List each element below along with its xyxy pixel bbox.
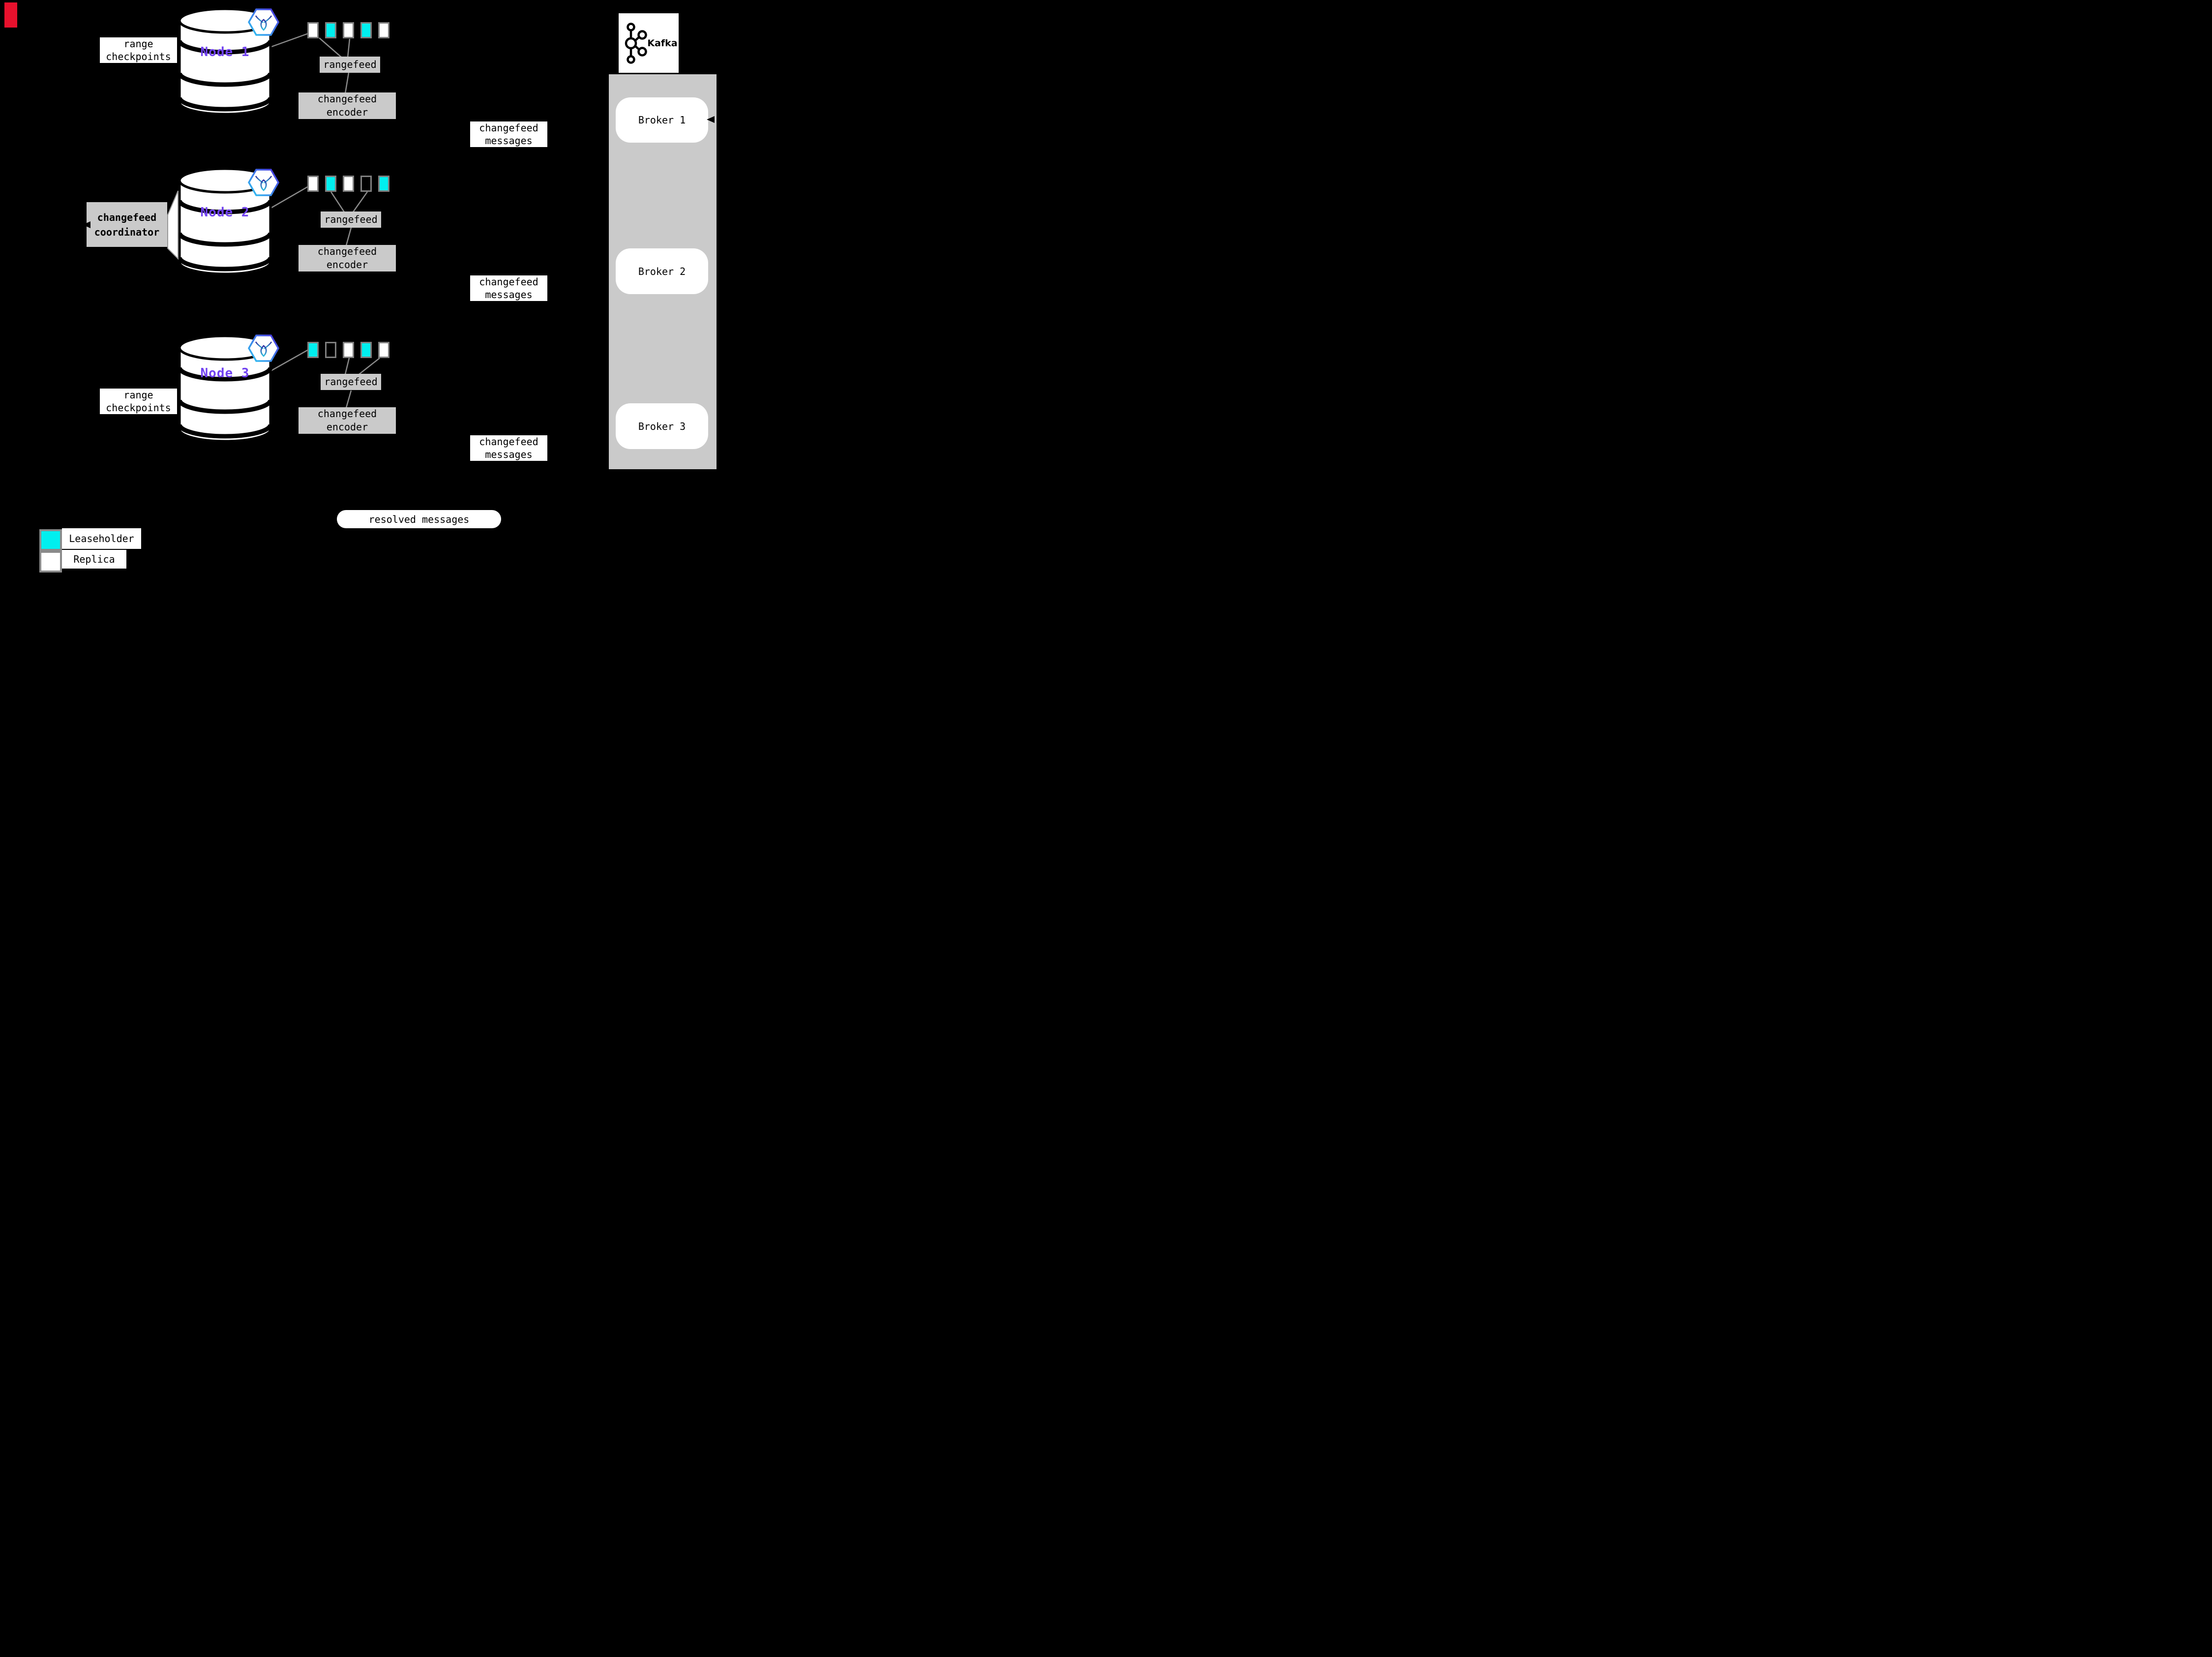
range-checkpoints-label: range checkpoints: [100, 389, 177, 414]
legend-replica-label: Replica: [62, 550, 126, 569]
kafka-logo-icon: [625, 22, 648, 64]
range-square-empty: [325, 342, 336, 358]
changefeed-encoder-box: changefeed encoder: [299, 245, 396, 271]
legend-leaseholder-label: Leaseholder: [62, 528, 141, 549]
range-square-replica: [307, 176, 319, 192]
cockroachdb-badge-icon: [247, 8, 280, 36]
changefeed-messages-label: changefeed messages: [470, 435, 547, 461]
kafka-logo-card: Kafka: [619, 13, 679, 73]
broker-card: Broker 1: [616, 97, 708, 143]
range-square-leaseholder: [378, 176, 389, 192]
range-square-leaseholder: [307, 342, 319, 358]
node-1-range-squares: [307, 22, 389, 38]
kafka-brand-label: Kafka: [647, 37, 678, 49]
changefeed-coordinator-box: changefeed coordinator: [87, 202, 167, 247]
node-2-label: Node 2: [200, 205, 250, 220]
rangefeed-box: rangefeed: [321, 374, 381, 390]
node-3-cylinder: [177, 334, 273, 443]
range-square-leaseholder: [325, 22, 336, 38]
changefeed-messages-label: changefeed messages: [470, 121, 547, 147]
range-checkpoints-label: range checkpoints: [100, 37, 177, 63]
node-2-cylinder: [177, 167, 273, 275]
node-3-range-squares: [307, 342, 389, 358]
resolved-messages-pill: resolved messages: [337, 510, 501, 528]
range-square-leaseholder: [360, 342, 372, 358]
arrowhead-left-icon: [707, 116, 715, 123]
arrowhead-left-icon: [83, 221, 90, 228]
range-square-replica: [378, 342, 389, 358]
cockroachdb-badge-icon: [247, 169, 280, 196]
red-marker: [4, 2, 17, 28]
range-square-replica: [343, 342, 354, 358]
rangefeed-box: rangefeed: [320, 57, 380, 73]
diagram-canvas: { "colors": { "background": "#000000", "…: [0, 0, 771, 577]
legend-leaseholder-swatch: [39, 529, 62, 551]
rangefeed-box: rangefeed: [321, 211, 381, 228]
changefeed-messages-label: changefeed messages: [470, 275, 547, 301]
range-square-empty: [360, 176, 372, 192]
changefeed-encoder-box: changefeed encoder: [299, 92, 396, 119]
legend-replica-swatch: [39, 551, 62, 572]
broker-card: Broker 2: [616, 248, 708, 294]
range-square-replica: [343, 22, 354, 38]
range-square-replica: [343, 176, 354, 192]
range-square-leaseholder: [360, 22, 372, 38]
range-square-replica: [378, 22, 389, 38]
changefeed-encoder-box: changefeed encoder: [299, 407, 396, 434]
node-1-cylinder: [177, 7, 273, 116]
cockroachdb-badge-icon: [247, 334, 280, 362]
node-2-range-squares: [307, 176, 389, 192]
range-square-replica: [307, 22, 319, 38]
node-3-label: Node 3: [200, 366, 250, 381]
range-square-leaseholder: [325, 176, 336, 192]
broker-card: Broker 3: [616, 403, 708, 449]
node-1-label: Node 1: [200, 45, 250, 60]
coordinator-callout-flag: [167, 190, 179, 260]
